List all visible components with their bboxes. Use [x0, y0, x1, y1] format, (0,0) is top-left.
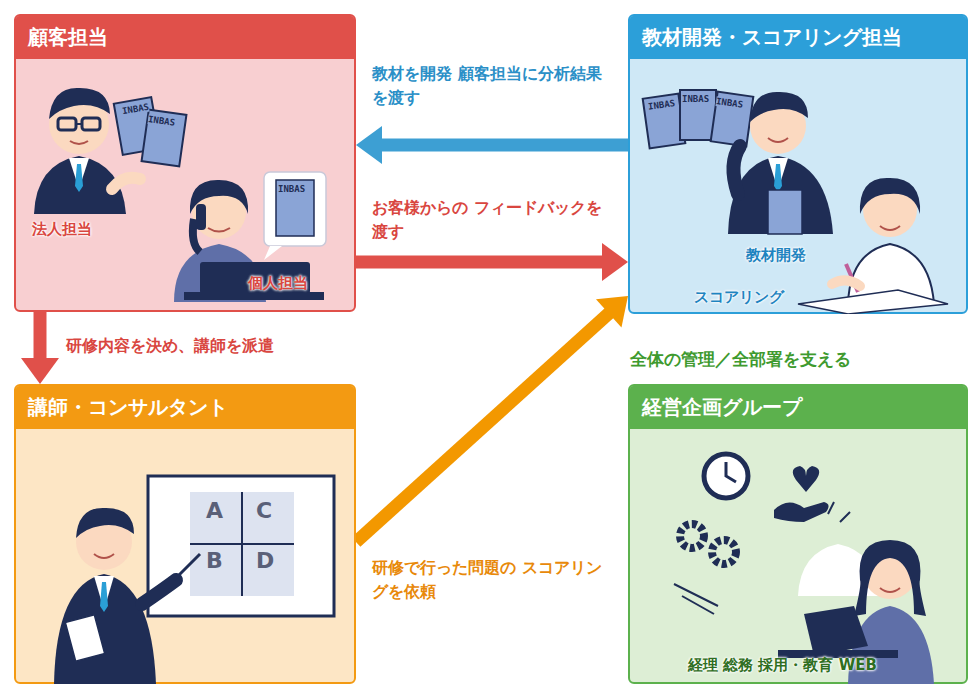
flow-arrow	[34, 312, 47, 360]
box-heading: 経営企画グループ	[630, 386, 966, 429]
role-label: 経理 総務 採用・教育 WEB	[688, 656, 877, 675]
department-box: 経営企画グループ全体の管理／全部署を支える経理 総務 採用・教育 WEB	[628, 384, 968, 684]
arrow-label: 教材を開発 顧客担当に分析結果を渡す	[372, 62, 612, 110]
board-cell-letter: A	[206, 498, 223, 523]
role-label: スコアリング	[694, 288, 784, 307]
role-label: 教材開発	[746, 246, 806, 265]
office-illustration	[628, 384, 968, 684]
department-box: 講師・コンサルタント	[14, 384, 356, 684]
staff-illustration	[628, 14, 968, 314]
box-heading: 顧客担当	[16, 16, 354, 59]
box-heading: 講師・コンサルタント	[16, 386, 354, 429]
arrow-label: 研修で行った問題の スコアリングを依頼	[372, 556, 612, 604]
box-heading: 教材開発・スコアリング担当	[630, 16, 966, 59]
role-label: 個人担当	[248, 274, 308, 293]
board-cell-letter: B	[206, 548, 223, 573]
arrow-head	[21, 358, 59, 384]
arrow-head	[596, 296, 628, 328]
box-caption: 全体の管理／全部署を支える	[630, 348, 851, 371]
flow-arrow	[356, 256, 604, 269]
arrow-label: 研修内容を決め、講師を派遣	[66, 334, 366, 358]
department-box: 教材開発・スコアリング担当教材開発スコアリング	[628, 14, 968, 314]
instructor-illustration	[14, 384, 356, 684]
flow-arrow	[380, 139, 628, 152]
booklet-title: INBAS	[278, 184, 305, 194]
flow-arrow	[356, 312, 610, 542]
arrow-head	[602, 243, 628, 281]
department-box: 顧客担当法人担当個人担当	[14, 14, 356, 312]
board-cell-letter: C	[256, 498, 272, 523]
role-label: 法人担当	[32, 220, 92, 239]
arrow-label: お客様からの フィードバックを渡す	[372, 196, 612, 244]
booklet-title: INBAS	[682, 94, 709, 104]
board-cell-letter: D	[256, 548, 274, 573]
arrow-head	[356, 126, 382, 164]
